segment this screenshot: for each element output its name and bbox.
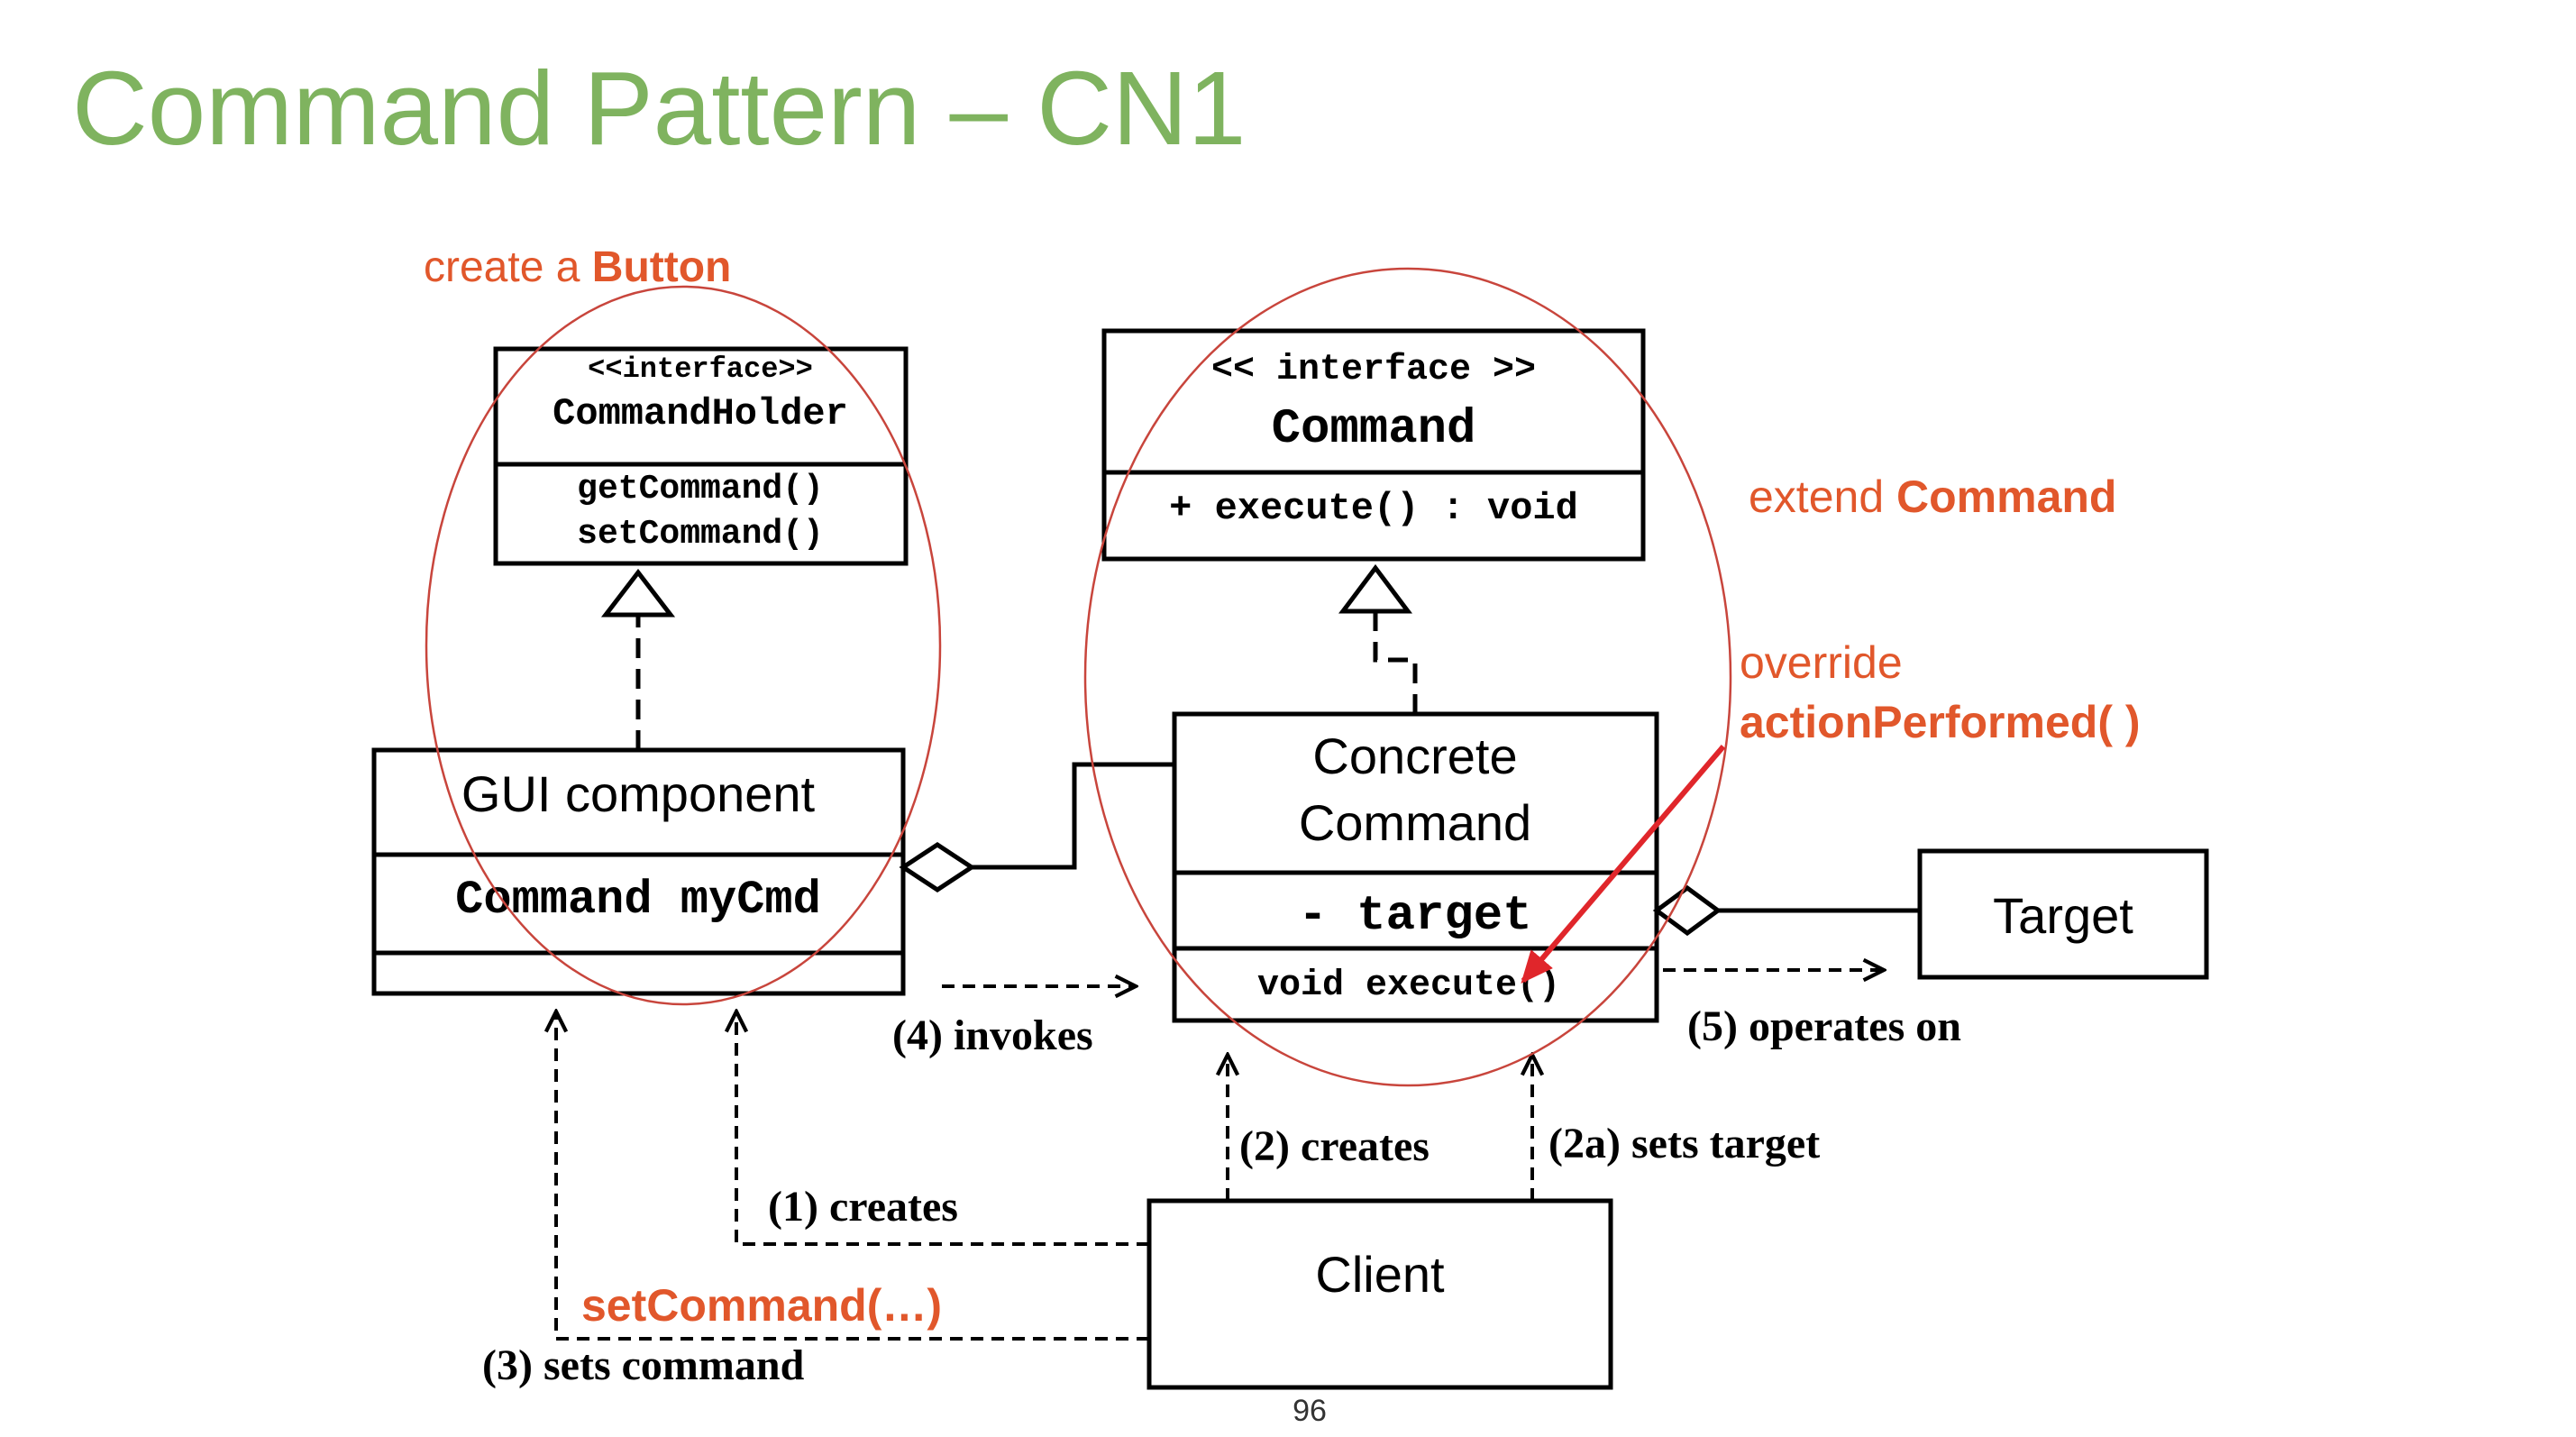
- concrete-command-method: void execute(): [1257, 966, 1560, 1006]
- command-holder-method-get: getCommand(): [577, 470, 824, 508]
- gui-aggregates-command: [899, 762, 1174, 892]
- target-name: Target: [1993, 887, 2133, 944]
- gui-realizes-commandholder: [600, 568, 676, 750]
- command-holder-stereotype: <<interface>>: [588, 352, 813, 386]
- creates-gui-arrow: [736, 1011, 1149, 1246]
- gui-component-attribute: Command myCmd: [455, 874, 821, 927]
- button-ellipse: [425, 285, 942, 1006]
- target-box: Target: [1917, 848, 2209, 980]
- concrete-command-attribute: - target: [1298, 889, 1531, 944]
- create-button-annotation: create a Button: [424, 243, 731, 291]
- concrete-command-box: Concrete Command - target void execute(): [1172, 711, 1659, 1023]
- concrete-realizes-command: [1338, 563, 1418, 714]
- command-holder-method-set: setCommand(): [577, 515, 824, 554]
- creates-gui-label: (1) creates: [768, 1183, 958, 1231]
- command-method: + execute() : void: [1169, 487, 1578, 530]
- sets-command-arrow: [556, 1011, 1149, 1341]
- client-name: Client: [1315, 1246, 1445, 1303]
- command-ellipse: [1083, 267, 1732, 1087]
- slide-title: Command Pattern – CN1: [72, 50, 1246, 167]
- gui-component-box: GUI component Command myCmd: [371, 747, 906, 996]
- concrete-command-name-line2: Command: [1299, 794, 1531, 851]
- client-box: Client: [1146, 1198, 1613, 1390]
- override-arrow: [1521, 745, 1726, 984]
- command-holder-name: CommandHolder: [553, 392, 848, 435]
- page-number: 96: [1293, 1394, 1327, 1428]
- command-aggregates-target: [1652, 884, 1920, 937]
- gui-component-name: GUI component: [461, 765, 816, 822]
- sets-target-label: (2a) sets target: [1548, 1120, 1820, 1167]
- command-holder-box: <<interface>> CommandHolder getCommand()…: [493, 346, 909, 566]
- concrete-command-name-line1: Concrete: [1312, 728, 1517, 784]
- action-performed-annotation: actionPerformed( ): [1740, 697, 2141, 747]
- invokes-label: (4) invokes: [892, 1011, 1093, 1059]
- sets-command-label: (3) sets command: [482, 1341, 805, 1389]
- command-interface-box: << interface >> Command + execute() : vo…: [1101, 328, 1646, 562]
- override-annotation: override: [1740, 637, 1903, 688]
- command-name: Command: [1272, 402, 1476, 457]
- creates-concrete-label: (2) creates: [1239, 1122, 1430, 1170]
- extend-command-annotation: extend Command: [1749, 471, 2116, 522]
- operates-on-label: (5) operates on: [1687, 1002, 1961, 1050]
- set-command-annotation: setCommand(…): [581, 1280, 942, 1331]
- command-stereotype: << interface >>: [1211, 350, 1536, 390]
